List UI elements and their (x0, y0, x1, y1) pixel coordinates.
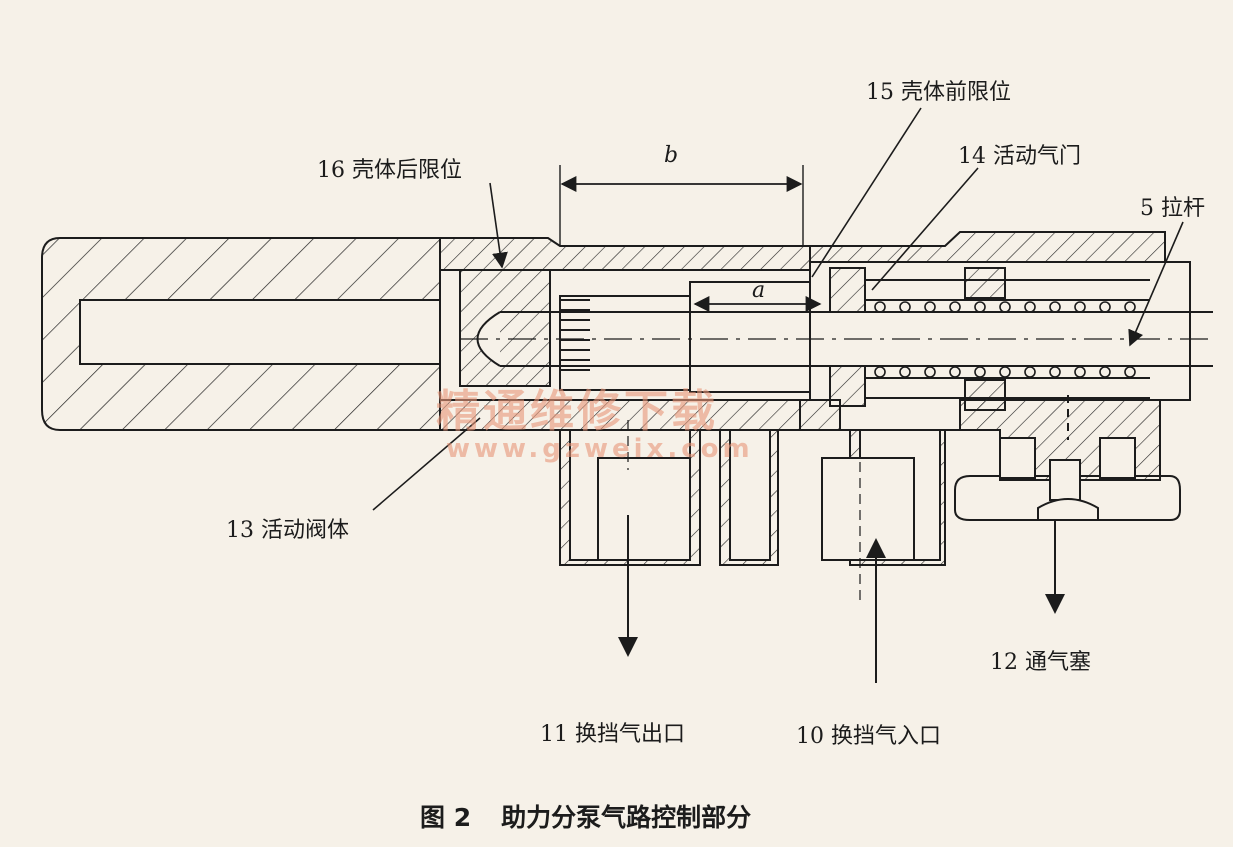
right-valve (829, 261, 1191, 411)
label-rear-limit: 16 壳体后限位 (317, 158, 462, 183)
dimension-a: a (752, 278, 766, 303)
label-movable-valve-body: 13 活动阀体 (226, 518, 349, 543)
label-shift-air-outlet: 11 换挡气出口 (540, 722, 685, 747)
figure-title: 助力分泵气路控制部分 (501, 803, 752, 832)
figure-caption: 图 2 助力分泵气路控制部分 (420, 798, 751, 834)
watermark-url: www.gzweix.com (446, 434, 754, 464)
label-movable-valve: 14 活动气门 (958, 144, 1081, 169)
dimension-b-line (559, 165, 804, 245)
label-pull-rod: 5 拉杆 (1140, 196, 1205, 221)
vent-plug-assembly (954, 395, 1181, 521)
label-vent-plug: 12 通气塞 (990, 650, 1091, 675)
label-shift-air-inlet: 10 换挡气入口 (796, 724, 941, 749)
watermark-text: 精通维修下载 (436, 386, 718, 437)
figure-number: 图 2 (420, 803, 472, 832)
valve-spring-circles (874, 301, 1136, 378)
left-cylinder (41, 237, 441, 431)
label-front-limit: 15 壳体前限位 (866, 80, 1011, 105)
dimension-b: b (664, 143, 679, 168)
bore-spring (560, 299, 590, 371)
leader-lines (372, 107, 1184, 511)
